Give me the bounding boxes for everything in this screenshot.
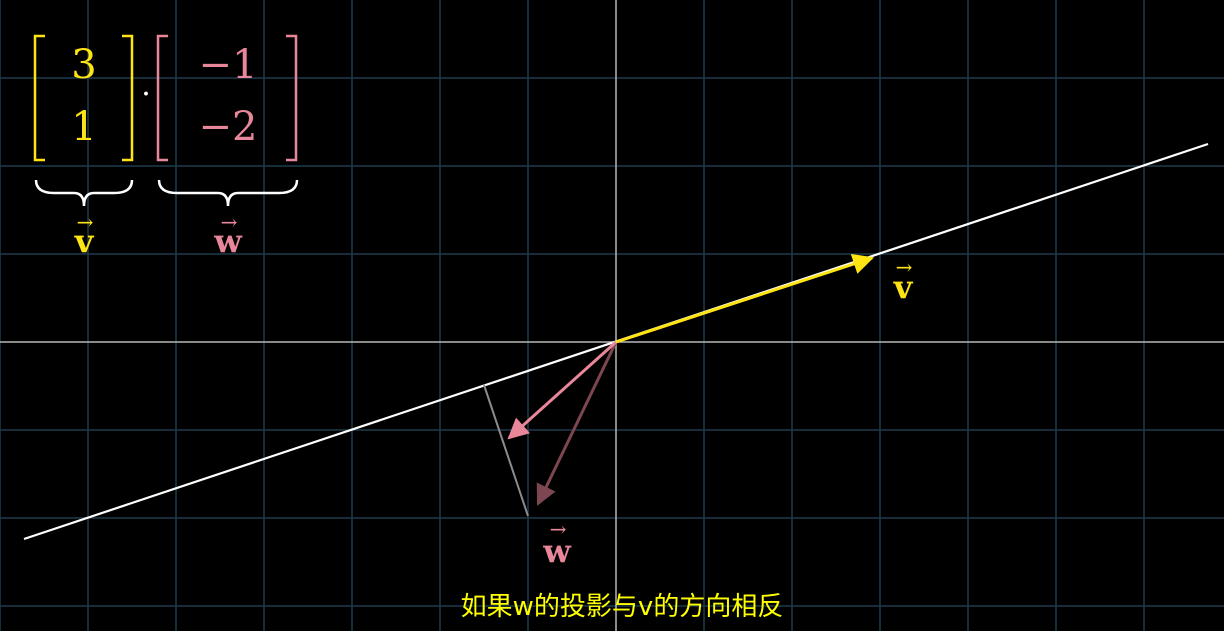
vector-v-letter: v [893, 268, 914, 306]
brace-w-label: → w [213, 210, 243, 260]
vector-w [536, 341, 618, 506]
subtitle-caption: 如果w的投影与v的方向相反 [461, 592, 784, 622]
matrix-w-left-bracket [156, 34, 168, 162]
matrix-v-right-bracket [122, 34, 134, 162]
projection-drop-line [483, 384, 529, 517]
matrix-w-top-entry: −1 [199, 42, 258, 88]
matrix-v: 3 1 [33, 34, 134, 162]
vector-w-letter: w [542, 532, 572, 570]
matrix-w-right-bracket [286, 34, 298, 162]
vector-v [615, 253, 874, 344]
brace-w-arrow-accent: → [221, 210, 238, 234]
brace-v-letter: v [74, 222, 95, 260]
projection-vector-of-w [507, 340, 618, 440]
vector-v-arrow-accent: → [896, 255, 913, 279]
brace-v-label: → v [74, 210, 95, 260]
matrix-w: −1 −2 [156, 34, 298, 162]
vector-w-label: → w [542, 517, 572, 570]
brace-under-w [157, 179, 299, 207]
matrix-v-top-entry: 3 [71, 42, 96, 88]
brace-under-v [34, 179, 134, 207]
matrix-v-left-bracket [33, 34, 45, 162]
vector-w-arrow-accent: → [550, 517, 567, 541]
vector-v-label: → v [893, 255, 914, 306]
matrix-v-bottom-entry: 1 [71, 104, 96, 150]
brace-v-arrow-accent: → [77, 210, 94, 234]
dot-product-symbol: · [141, 77, 151, 112]
matrix-w-bottom-entry: −2 [199, 104, 258, 150]
brace-w-letter: w [213, 222, 243, 260]
